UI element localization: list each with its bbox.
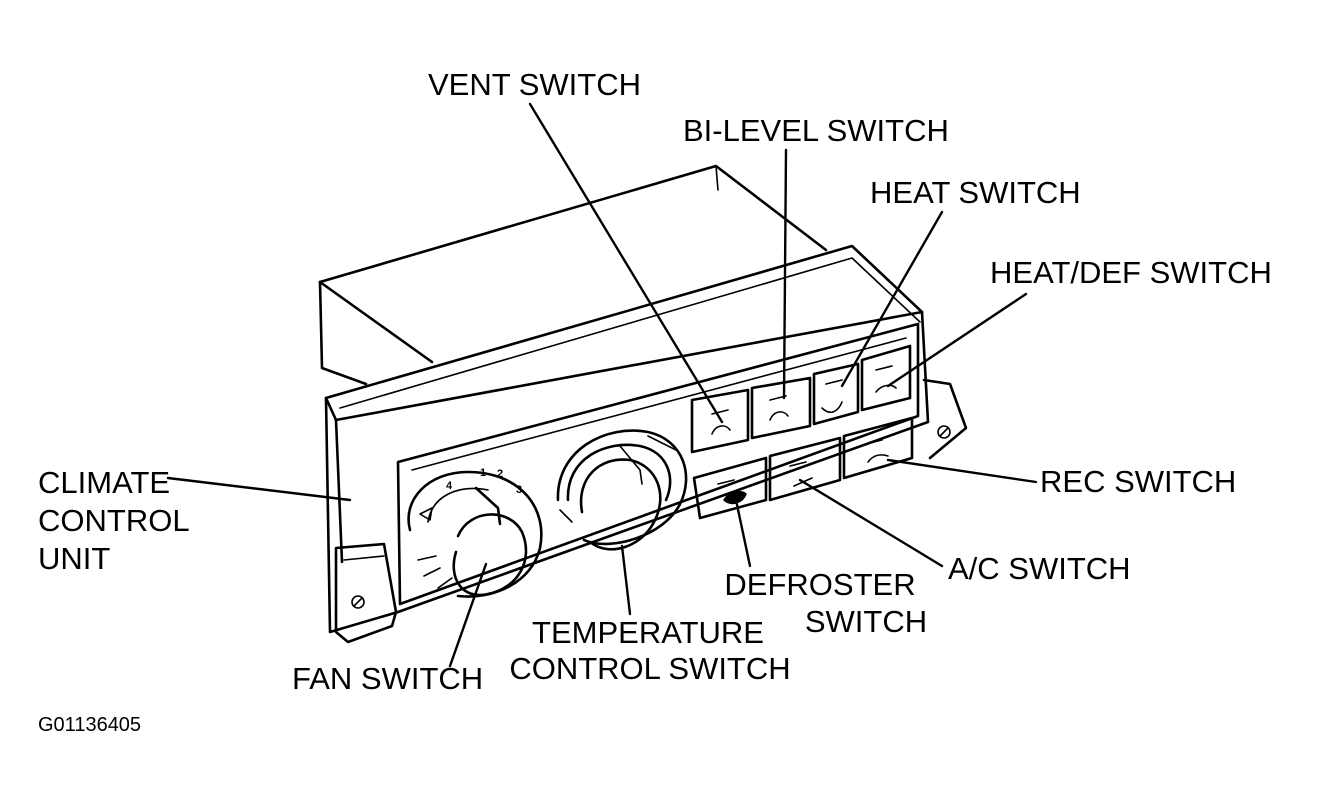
rear-housing: [318, 164, 828, 386]
leader-lines: [166, 102, 1038, 668]
heat-switch-label: HEAT SWITCH: [870, 175, 1081, 210]
vent-switch-label: VENT SWITCH: [428, 67, 641, 102]
lower-button-row: [692, 416, 914, 520]
control-panel-bezel: [396, 322, 920, 606]
fan-dial-tick-1: 1: [480, 467, 486, 479]
figure-code: G01136405: [38, 714, 142, 736]
mode-button-row: [690, 344, 912, 454]
climate-control-unit-label-line1: CLIMATE: [38, 465, 171, 500]
rec-switch-label: REC SWITCH: [1040, 464, 1237, 499]
climate-control-unit-label-line2: CONTROL: [38, 503, 190, 538]
ac-switch-label: A/C SWITCH: [948, 551, 1131, 586]
temperature-control-switch-label-line2: CONTROL SWITCH: [509, 651, 791, 686]
fan-dial-tick-4: 4: [446, 480, 453, 492]
left-bracket: [334, 542, 398, 644]
defroster-switch-label-line2: SWITCH: [804, 604, 928, 639]
faceplate: [324, 244, 930, 634]
climate-control-unit-label-line3: UNIT: [38, 541, 111, 576]
temperature-control-switch-label-line1: TEMPERATURE: [532, 615, 764, 650]
bi-level-switch-label: BI-LEVEL SWITCH: [683, 113, 949, 148]
fan-switch-knob[interactable]: [407, 470, 543, 598]
temperature-control-knob[interactable]: [556, 429, 688, 551]
defroster-switch-label-line1: DEFROSTER: [724, 567, 916, 602]
fan-dial-tick-3: 3: [516, 484, 522, 496]
fan-dial-tick-2: 2: [497, 468, 503, 480]
right-bracket: [922, 378, 968, 460]
heat-def-switch-label: HEAT/DEF SWITCH: [990, 255, 1272, 290]
fan-switch-label: FAN SWITCH: [292, 661, 484, 696]
